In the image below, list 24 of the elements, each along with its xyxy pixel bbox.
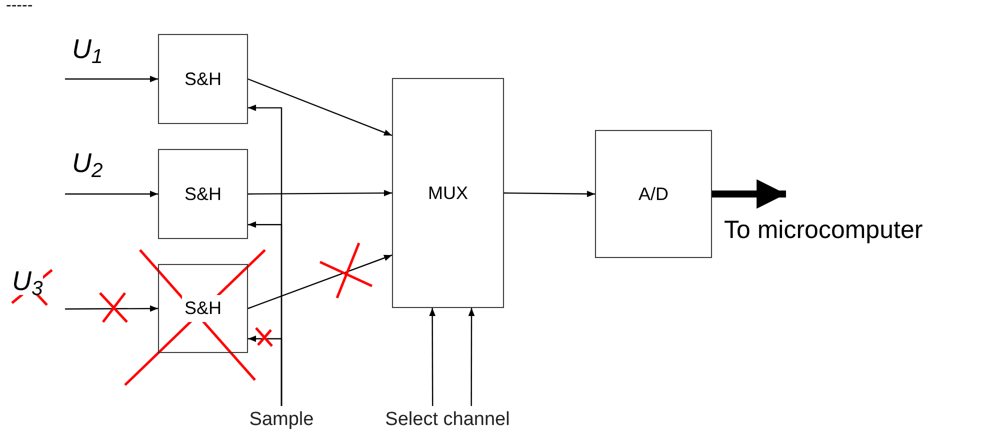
edge-label: To microcomputer — [724, 215, 923, 246]
arrow — [65, 305, 158, 312]
arrow — [248, 190, 392, 196]
signal-text: Sample — [243, 406, 320, 434]
arrow — [248, 78, 392, 136]
signal-label: U$_{2}$ — [72, 150, 103, 177]
arrow — [248, 336, 282, 406]
arrow — [429, 308, 436, 406]
arrow — [65, 190, 158, 198]
arrow — [712, 179, 786, 209]
arrow — [468, 308, 475, 406]
block-box — [158, 149, 248, 239]
block-box — [595, 130, 712, 258]
arrow — [504, 190, 595, 198]
signal-label: U$_{3}$ — [12, 268, 43, 295]
signal-label: U$_{1}$ — [72, 36, 103, 63]
arrow — [65, 76, 158, 82]
block-box — [158, 34, 248, 124]
block-box — [158, 264, 248, 353]
arrow — [248, 254, 392, 310]
block-box — [392, 78, 504, 308]
signal-text: Select channel — [373, 406, 522, 434]
block-label: S&H — [182, 295, 224, 322]
dash-text: ----- — [6, 0, 33, 16]
